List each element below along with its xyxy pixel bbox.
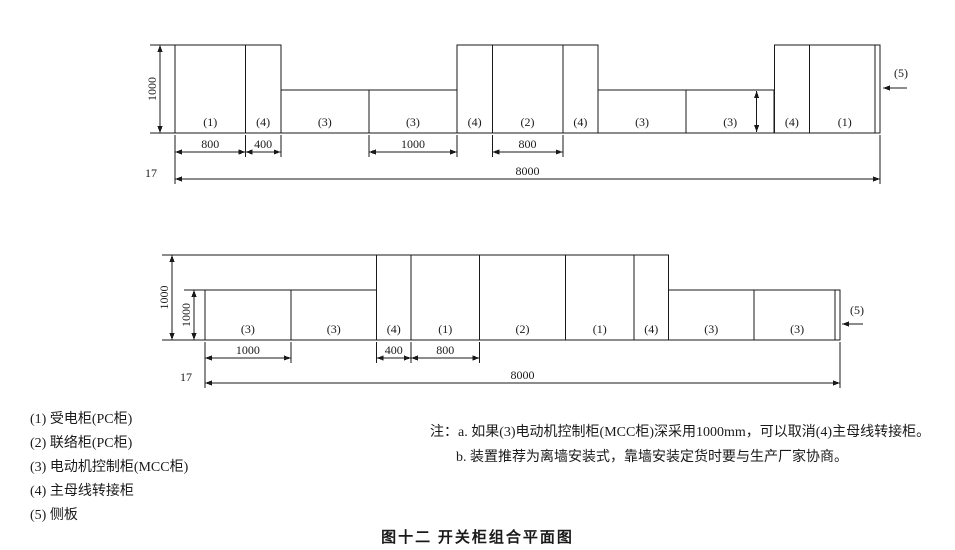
dimension-label: 400: [254, 137, 272, 151]
arrowhead-icon: [555, 149, 563, 155]
arrowhead-icon: [205, 355, 212, 361]
cabinet-cell: [809, 44, 881, 134]
arrowhead-icon: [376, 355, 384, 361]
side-plate-label: (5): [850, 303, 864, 317]
arrowhead-icon: [368, 149, 376, 155]
arrowhead-icon: [169, 333, 175, 340]
side-plate-label: (5): [894, 66, 908, 80]
legend-item-5: (5) 侧板: [30, 508, 78, 523]
notes: 注：a. 如果(3)电动机控制柜(MCC柜)深采用1000mm，可以取消(4)主…: [430, 420, 930, 470]
cabinet-label: (1): [838, 115, 852, 129]
arrowhead-icon: [245, 149, 253, 155]
arrowhead-icon: [472, 355, 480, 361]
cabinet-label: (3): [241, 322, 255, 336]
arrowhead-icon: [450, 149, 457, 155]
cabinet-label: (3): [406, 115, 420, 129]
arrowhead-icon: [175, 176, 182, 182]
arrowhead-icon: [754, 91, 760, 98]
cabinet-label: (3): [790, 322, 804, 336]
arrowhead-icon: [157, 126, 163, 133]
dimension-label: 17: [145, 166, 157, 180]
cabinet-label: (2): [521, 115, 535, 129]
cabinet-cell: [245, 44, 282, 134]
cabinet-label: (4): [256, 115, 270, 129]
dimension-label: 17: [180, 370, 192, 384]
cabinet-label: (4): [644, 322, 658, 336]
cabinet-label: (4): [785, 115, 799, 129]
arrowhead-icon: [157, 45, 163, 52]
legend-item-3: (3) 电动机控制柜(MCC柜): [30, 460, 189, 475]
cabinet-label: (3): [318, 115, 332, 129]
dimension-label: 800: [519, 137, 537, 151]
dimension-label: 1000: [179, 303, 193, 327]
arrowhead-icon: [492, 149, 500, 155]
cabinet-label: (1): [438, 322, 452, 336]
figure-title: 图十二 开关柜组合平面图: [381, 530, 574, 546]
dimension-label: 1000: [157, 286, 171, 310]
dimension-label: 8000: [511, 368, 535, 382]
arrowhead-icon: [833, 380, 840, 386]
arrowhead-icon: [403, 355, 411, 361]
dimension-label: 1000: [401, 137, 425, 151]
arrowhead-icon: [754, 125, 760, 132]
legend-item-1: (1) 受电柜(PC柜): [30, 412, 133, 427]
cabinet-label: (3): [327, 322, 341, 336]
arrowhead-icon: [191, 333, 197, 340]
dimension-label: 400: [385, 343, 403, 357]
cabinet-label: (2): [516, 322, 530, 336]
arrowhead-icon: [169, 255, 175, 262]
dimension-label: 1000: [236, 343, 260, 357]
cabinet-label: (1): [203, 115, 217, 129]
arrowhead-icon: [273, 149, 281, 155]
cabinet-label: (4): [573, 115, 587, 129]
legend-item-4: (4) 主母线转接柜: [30, 484, 134, 499]
dimension-label: 1000: [145, 77, 159, 101]
legend: (1) 受电柜(PC柜) (2) 联络柜(PC柜) (3) 电动机控制柜(MCC…: [30, 408, 188, 528]
note-line-a: 注：a. 如果(3)电动机控制柜(MCC柜)深采用1000mm，可以取消(4)主…: [430, 425, 931, 440]
arrowhead-icon: [205, 380, 212, 386]
cabinet-label: (4): [387, 322, 401, 336]
dimension-label: 8000: [516, 164, 540, 178]
arrowhead-icon: [175, 149, 182, 155]
arrowhead-icon: [883, 85, 890, 91]
cabinet-cell: [562, 44, 599, 134]
cabinet-label: (4): [468, 115, 482, 129]
dimension-label: 800: [201, 137, 219, 151]
arrowhead-icon: [842, 321, 849, 327]
cabinet-label: (3): [704, 322, 718, 336]
arrowhead-icon: [238, 149, 246, 155]
cabinet-label: (3): [723, 115, 737, 129]
arrowhead-icon: [873, 176, 880, 182]
cabinet-label: (3): [635, 115, 649, 129]
cabinet-cell: [753, 289, 841, 341]
note-line-b: b. 装置推荐为离墙安装式，靠墙安装定货时要与生产厂家协商。: [456, 450, 848, 465]
arrowhead-icon: [410, 355, 418, 361]
legend-item-2: (2) 联络柜(PC柜): [30, 436, 133, 451]
dimension-label: 800: [436, 343, 454, 357]
arrowhead-icon: [283, 355, 291, 361]
arrowhead-icon: [191, 290, 197, 297]
cabinet-label: (1): [593, 322, 607, 336]
